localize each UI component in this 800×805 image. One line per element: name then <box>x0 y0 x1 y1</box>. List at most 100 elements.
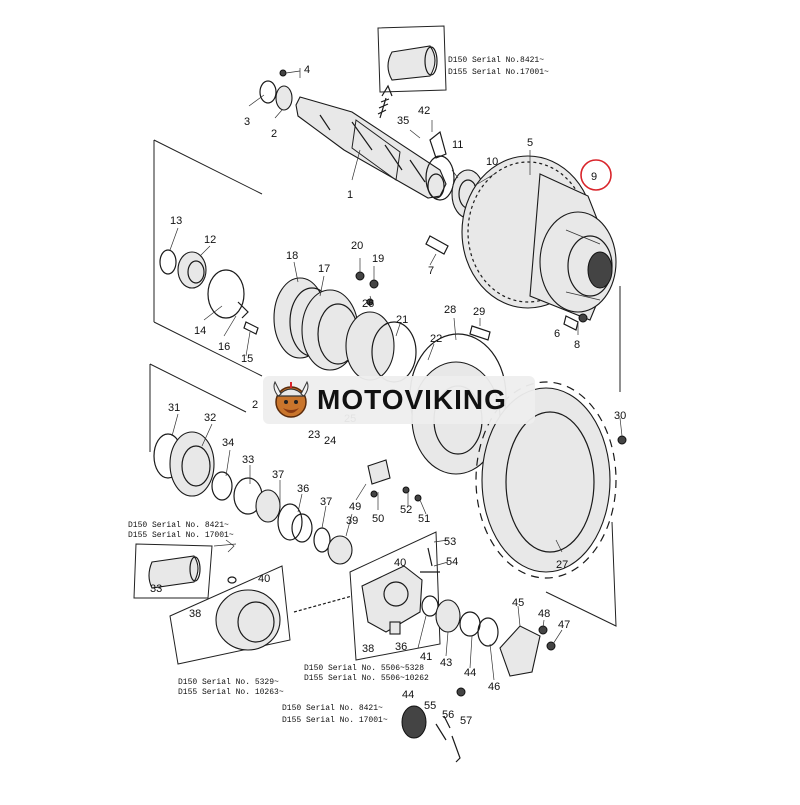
part-label-49: 49 <box>349 501 361 513</box>
part-label-44: 44 <box>464 667 476 679</box>
sprocket-27 <box>475 381 627 579</box>
part-label-17: 17 <box>318 263 330 275</box>
part-label-13: 13 <box>170 215 182 227</box>
part-label-32: 32 <box>204 412 216 424</box>
part-label-8: 8 <box>574 339 580 351</box>
part-label-16: 16 <box>218 341 230 353</box>
part-label-42: 42 <box>418 105 430 117</box>
part-label-36: 36 <box>297 483 309 495</box>
part-label-30: 30 <box>614 410 626 422</box>
bolts-6-7-8 <box>425 235 588 331</box>
part-label-21: 21 <box>396 314 408 326</box>
serial-left-d150: D150 Serial No. 8421~ <box>128 521 229 530</box>
part-label-35: 35 <box>397 115 409 127</box>
part-labels: 4 3 2 1 42 35 11 10 5 9 7 6 8 13 12 14 1… <box>150 64 626 727</box>
part-label-33: 33 <box>242 454 254 466</box>
serial-bl-d155: D155 Serial No. 10263~ <box>178 688 284 697</box>
part-label-19: 19 <box>372 253 384 265</box>
part-label-56: 56 <box>442 709 454 721</box>
spring-pin <box>377 84 393 119</box>
part-label-29: 29 <box>473 306 485 318</box>
part-label-10: 10 <box>486 156 498 168</box>
serial-left-d155: D155 Serial No. 17001~ <box>128 531 234 540</box>
part-label-31: 31 <box>168 402 180 414</box>
part-label-27: 27 <box>556 559 568 571</box>
part-label-6: 6 <box>554 328 560 340</box>
part-label-11: 11 <box>452 139 463 151</box>
part-label-39: 39 <box>346 515 358 527</box>
part-label-2: 2 <box>271 128 277 140</box>
cage-inset-box <box>169 565 353 665</box>
viking-helmet-logo-icon <box>273 380 309 418</box>
top-inset-box <box>377 25 447 93</box>
main-shaft <box>295 96 447 199</box>
part-label-26: 26 <box>362 298 374 310</box>
leader-lines <box>169 68 623 681</box>
seal-group-12-14 <box>159 249 259 335</box>
part-label-36b: 36 <box>395 641 407 653</box>
sleeve-part <box>387 45 438 81</box>
part-label-44b: 44 <box>402 689 414 701</box>
part-label-40b: 40 <box>394 557 406 569</box>
part-label-24: 24 <box>324 435 336 447</box>
serial-mid-d155: D155 Serial No. 5506~10262 <box>304 674 429 683</box>
part-label-15: 15 <box>241 353 253 365</box>
bearing-cage-box <box>149 363 353 565</box>
part-label-2b: 2 <box>252 399 258 411</box>
bracket-inset-box <box>349 531 441 661</box>
part-label-45: 45 <box>512 597 524 609</box>
part-label-1: 1 <box>347 189 353 201</box>
sprocket-frame <box>545 286 621 627</box>
part-label-38: 38 <box>189 608 201 620</box>
part-label-46: 46 <box>488 681 500 693</box>
part-label-14: 14 <box>194 325 206 337</box>
part-label-37: 37 <box>272 469 284 481</box>
part-label-9: 9 <box>591 171 597 183</box>
seal-assembly-box <box>153 139 263 377</box>
final-drive-gear <box>461 155 617 321</box>
gear-group-44-57 <box>401 705 461 763</box>
part-label-18: 18 <box>286 250 298 262</box>
part-label-40: 40 <box>258 573 270 585</box>
part-label-20: 20 <box>351 240 363 252</box>
part-label-51: 51 <box>418 513 430 525</box>
part-label-57: 57 <box>460 715 472 727</box>
part-label-33b: 33 <box>150 583 162 595</box>
serial-mid-d150: D150 Serial No. 5506~5328 <box>304 664 424 673</box>
part-label-22: 22 <box>430 333 442 345</box>
serial-top-d155: D155 Serial No.17001~ <box>448 68 549 77</box>
serial-bot-d155: D155 Serial No. 17001~ <box>282 716 388 725</box>
part-label-55: 55 <box>424 700 436 712</box>
brand-watermark: MOTOVIKING <box>263 376 535 424</box>
part-label-38b: 38 <box>362 643 374 655</box>
part-label-47: 47 <box>558 619 570 631</box>
cover-group-41-48 <box>421 595 556 697</box>
part-label-5: 5 <box>527 137 533 149</box>
part-label-50: 50 <box>372 513 384 525</box>
part-label-41: 41 <box>420 651 432 663</box>
serial-bl-d150: D150 Serial No. 5329~ <box>178 678 279 687</box>
part-label-34: 34 <box>222 437 234 449</box>
part-label-54: 54 <box>446 556 458 568</box>
part-label-43: 43 <box>440 657 452 669</box>
part-label-12: 12 <box>204 234 216 246</box>
brand-name: MOTOVIKING <box>317 384 507 415</box>
part-label-7: 7 <box>428 265 434 277</box>
part-label-28: 28 <box>444 304 456 316</box>
nut-and-washer <box>259 69 301 111</box>
part-label-4: 4 <box>304 64 310 76</box>
part-label-3: 3 <box>244 116 250 128</box>
floating-seal-group <box>273 271 417 383</box>
part-label-37b: 37 <box>320 496 332 508</box>
part-label-52: 52 <box>400 504 412 516</box>
pin-group-49-52 <box>367 459 422 502</box>
part-label-23: 23 <box>308 429 320 441</box>
highlight-circle <box>580 159 612 191</box>
part-label-53: 53 <box>444 536 456 548</box>
serial-top-d150: D150 Serial No.8421~ <box>448 56 544 65</box>
part-label-48: 48 <box>538 608 550 620</box>
bushing-inset-box <box>133 539 237 599</box>
serial-bot-d150: D150 Serial No. 8421~ <box>282 704 383 713</box>
